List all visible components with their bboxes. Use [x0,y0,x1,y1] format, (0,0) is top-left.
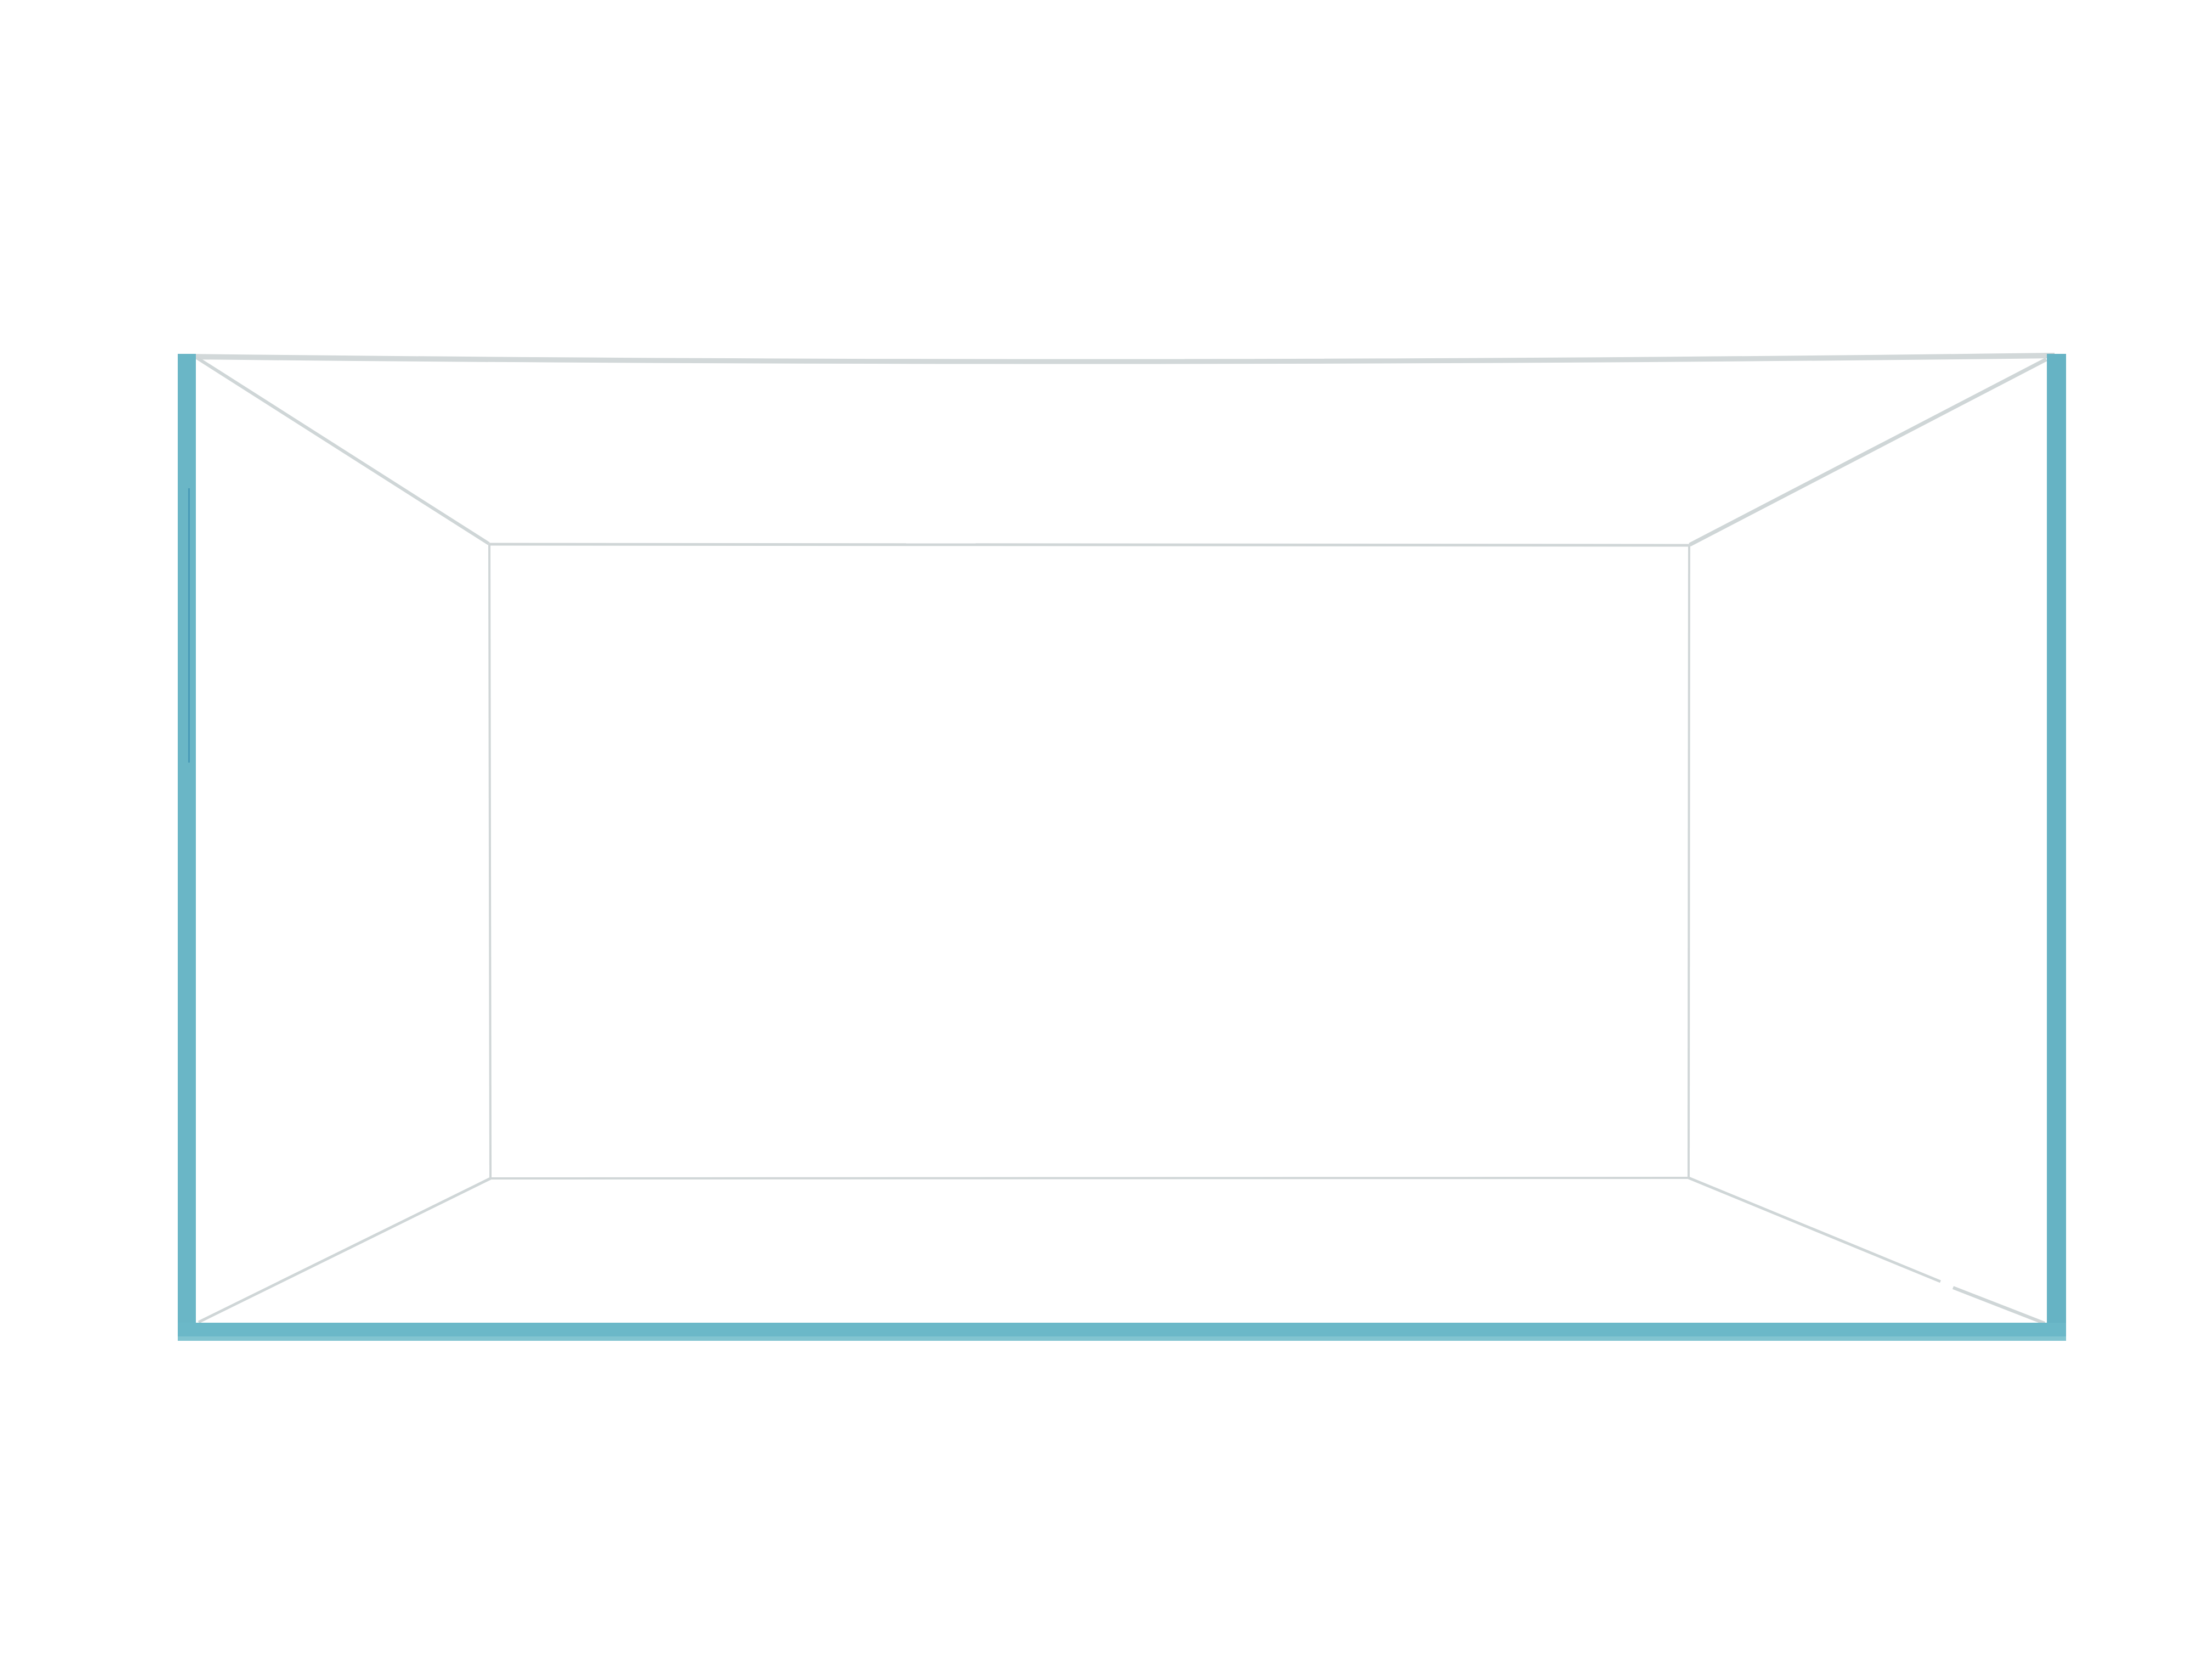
glass-left-edge [178,354,196,1341]
tank-glass-edges [178,354,2066,1341]
edge-bottom-right-diagonal-b [1952,1286,2046,1325]
edge-top-left-diagonal [196,357,490,545]
edge-top-right-diagonal [1689,357,2047,547]
tank-top-edge [187,353,2055,364]
glass-bottom-edge-highlight [178,1336,2066,1341]
back-top-edge [488,543,1690,547]
edge-bottom-right-diagonal-a [1688,1176,1941,1283]
tank-back-panel [488,543,1690,1180]
back-left-edge [488,544,492,1179]
tank-perspective-edges [196,357,2047,1325]
edge-bottom-left-diagonal [198,1177,492,1324]
glass-right-edge [2047,354,2066,1341]
glass-left-edge-seam [188,488,190,763]
